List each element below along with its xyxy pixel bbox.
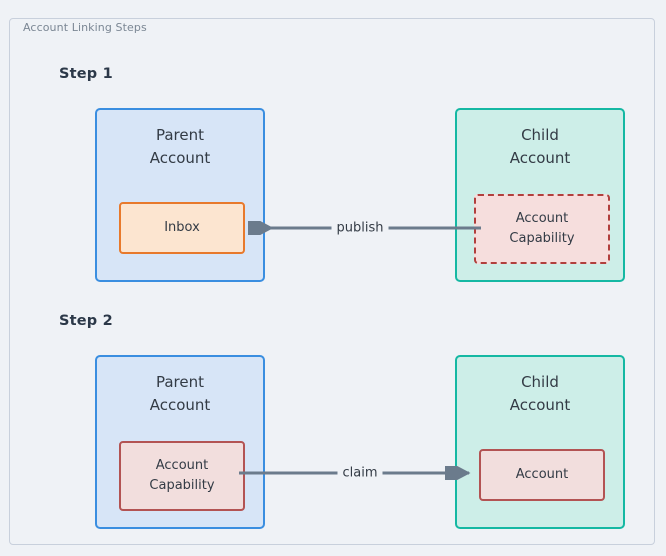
child-account-title-step1: Child Account <box>509 126 571 167</box>
child-account-title-step2: Child Account <box>509 373 571 414</box>
account-capability-resource-box-parent[interactable]: Account Capability <box>119 441 245 511</box>
diagram-title: Account Linking Steps <box>20 21 150 34</box>
parent-account-box-step1: Parent Account Inbox <box>95 108 265 282</box>
publish-connector-label: publish <box>331 220 389 236</box>
claim-connector-label: claim <box>337 465 383 481</box>
account-resource-box-child[interactable]: Account <box>479 449 605 501</box>
parent-account-title-step2: Parent Account <box>149 373 211 414</box>
account-capability-resource-box-child[interactable]: Account Capability <box>474 194 610 264</box>
child-account-box-step1: Child Account Account Capability <box>455 108 625 282</box>
diagram-frame: Account Linking Steps Step 1 Parent Acco… <box>9 18 655 545</box>
step-1-label: Step 1 <box>59 66 113 82</box>
step-2-label: Step 2 <box>59 313 113 329</box>
parent-account-title-step1: Parent Account <box>149 126 211 167</box>
parent-account-box-step2: Parent Account Account Capability <box>95 355 265 529</box>
inbox-resource-box[interactable]: Inbox <box>119 202 245 254</box>
child-account-box-step2: Child Account Account <box>455 355 625 529</box>
